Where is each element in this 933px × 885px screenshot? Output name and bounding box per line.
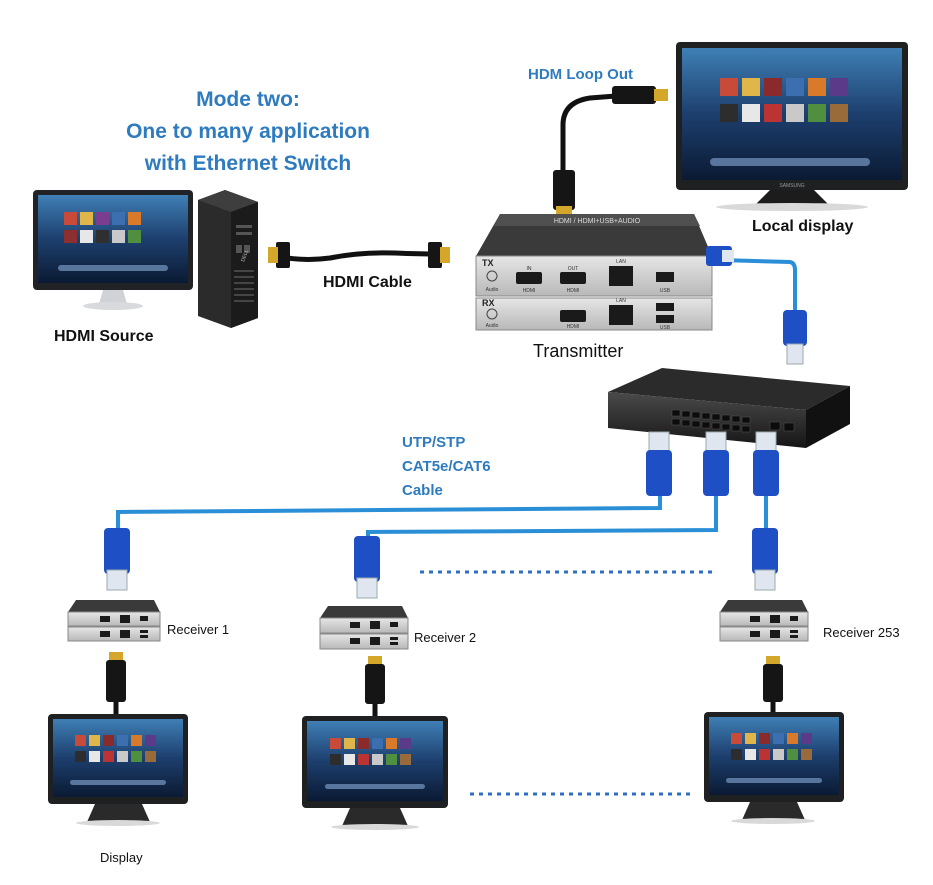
rj45-connector-switch-uplink [783, 310, 807, 365]
rj45-connector-switch-port-3 [753, 431, 779, 496]
receiver-1-device [67, 600, 161, 642]
hdmi-cable-label: HDMI Cable [323, 274, 412, 291]
display-2-monitor [302, 716, 448, 830]
receiver-1-label: Receiver 1 [167, 622, 230, 637]
tx-lan-cable-line [719, 258, 797, 310]
receiver-1-hdmi-plug [106, 652, 126, 702]
tx-in-label: IN [527, 266, 532, 272]
display-label: Display [100, 850, 143, 865]
loop-out-cable-line [560, 93, 617, 182]
rj45-connector-receiver-1 [104, 528, 130, 591]
receiver-2-label: Receiver 2 [414, 630, 477, 645]
rx-lan-label: LAN [616, 298, 626, 304]
dell-pc-tower [198, 190, 258, 328]
local-display-brand: SAMSUNG [779, 183, 804, 189]
source-monitor [33, 190, 193, 310]
rx-audio-label: Audio [486, 323, 499, 329]
rj45-connector-switch-port-1 [646, 431, 672, 496]
loop-out-plug-top [612, 86, 668, 104]
rj45-connector-receiver-2 [354, 536, 380, 599]
local-display-label: Local display [752, 218, 854, 235]
receiver-2-hdmi-plug [365, 656, 385, 704]
tx-lan-label: LAN [616, 259, 626, 265]
tx-in-hdmi-label: HDMI [523, 288, 536, 294]
tx-out-hdmi-label: HDMI [567, 288, 580, 294]
tx-out-label: OUT [568, 266, 579, 272]
hdmi-cable-line [271, 250, 441, 262]
rx-hdmi-label: HDMI [567, 324, 580, 330]
title-line-2: One to many application [126, 120, 370, 143]
utp-label-line-3: Cable [402, 482, 443, 499]
tx-label: TX [482, 258, 494, 268]
cable-receiver-1-line [116, 495, 662, 532]
receiver-253-label: Receiver 253 [823, 625, 900, 640]
local-display-monitor: SAMSUNG [676, 42, 908, 211]
receiver-253-device [719, 600, 809, 642]
hdmi-loop-out-label: HDM Loop Out [528, 66, 633, 83]
ethernet-switch [608, 368, 850, 448]
transmitter-label: Transmitter [533, 341, 624, 361]
tx-audio-label: Audio [486, 287, 499, 293]
tx-usb-label: USB [660, 288, 671, 294]
transmitter-top-band: HDMI / HDMI+USB+AUDIO [554, 218, 641, 225]
rx-usb-label: USB [660, 325, 671, 331]
title-line-1: Mode two: [196, 88, 300, 111]
receiver-2-device [319, 606, 409, 650]
hdmi-source-label: HDMI Source [54, 328, 154, 345]
receiver-253-hdmi-plug [763, 656, 783, 702]
rj45-connector-tx [706, 246, 734, 266]
rj45-connector-receiver-253 [752, 528, 778, 591]
utp-label-line-1: UTP/STP [402, 434, 466, 451]
transmitter-device [475, 214, 713, 331]
title-line-3: with Ethernet Switch [144, 152, 352, 175]
loop-out-plug-bottom [553, 170, 575, 216]
rx-label: RX [482, 298, 495, 308]
hdmi-plug-left [268, 242, 290, 268]
pc-brand-text: DELL [240, 249, 250, 263]
display-1-monitor [48, 714, 188, 826]
rj45-connector-switch-port-2 [703, 431, 729, 496]
utp-label-line-2: CAT5e/CAT6 [402, 458, 491, 475]
hdmi-plug-right [428, 242, 450, 268]
display-253-monitor [704, 712, 844, 824]
